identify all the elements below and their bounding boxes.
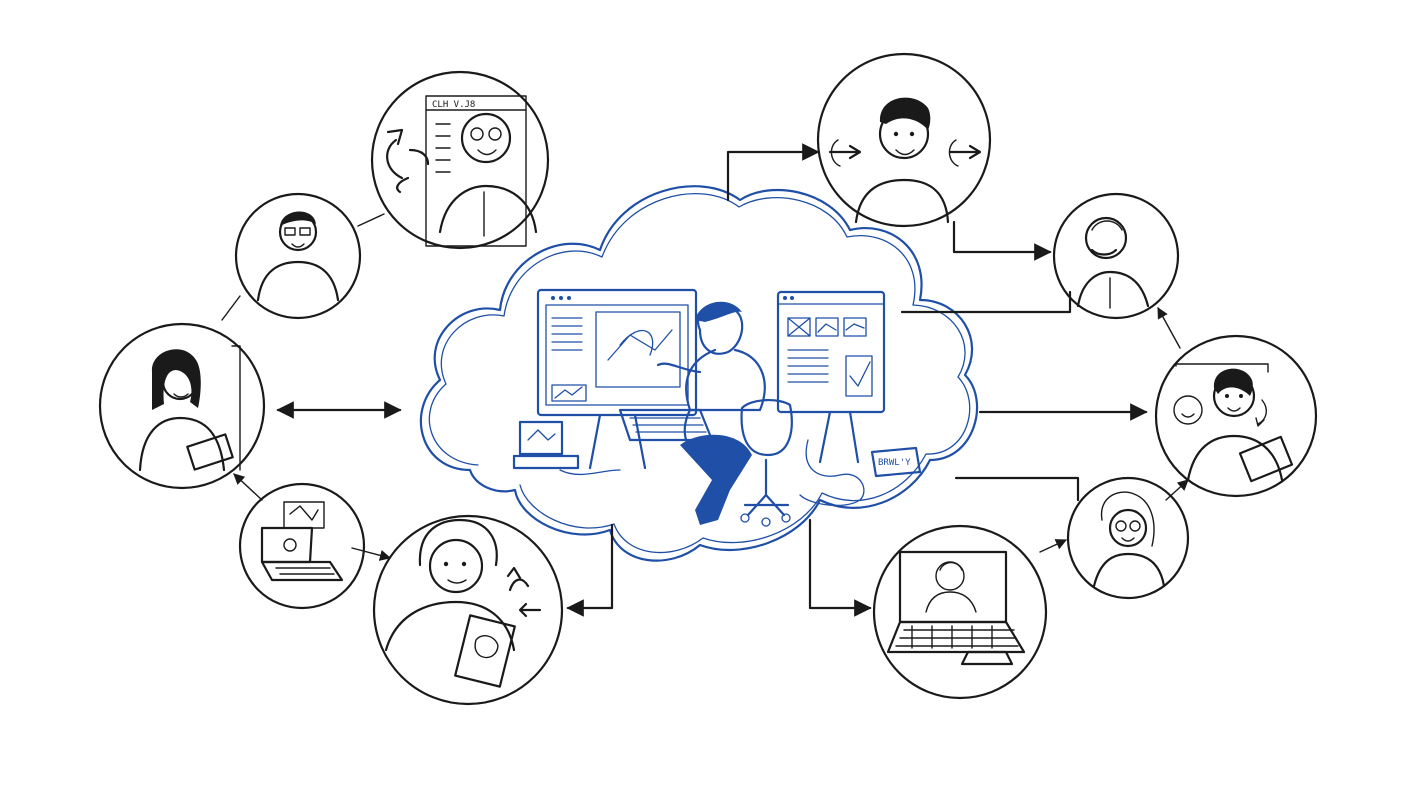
device-label: BRWL'Y (878, 458, 911, 468)
node-laptop-bottom-left (238, 482, 366, 610)
node-laptop-video-bottom-right (872, 524, 1048, 700)
screen-text-top-left: CLH V.J8 (432, 100, 475, 110)
node-man-arrows-top-right (816, 52, 992, 228)
designer-workstation: BRWL'Y (512, 288, 922, 527)
node-woman-tablet-left (98, 322, 266, 490)
connectors (221, 143, 1189, 617)
central-cloud (419, 185, 979, 562)
node-bald-man-right (1052, 192, 1180, 320)
node-woman-document-bottom (372, 514, 564, 706)
node-woman-glasses-right (1066, 476, 1190, 600)
designer-person (656, 301, 793, 527)
node-reviewer-top-left: CLH V.J8 (370, 70, 550, 250)
node-man-clipboard-right (1154, 334, 1318, 498)
node-person-glasses-left (234, 192, 362, 320)
